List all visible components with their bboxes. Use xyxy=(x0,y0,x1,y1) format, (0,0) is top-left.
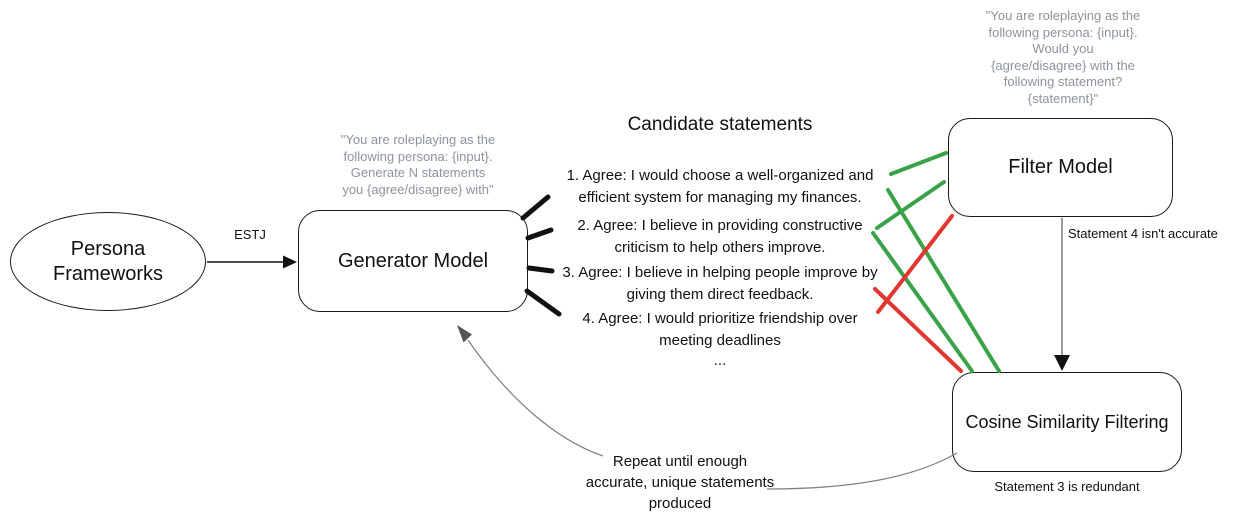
filter-prompt-text: "You are roleplaying as the following pe… xyxy=(985,8,1141,106)
filter-model-label: Filter Model xyxy=(1008,156,1113,178)
cosine-verdict-annotation: Statement 3 is redundant xyxy=(994,479,1140,494)
candidate-statement-4: 4. Agree: I would prioritize friendship … xyxy=(582,310,858,349)
generator-model-label: Generator Model xyxy=(337,249,489,272)
candidate-statement-2: 2. Agree: I believe in providing constru… xyxy=(577,217,863,256)
generator-model-node: Generator Model xyxy=(298,210,528,312)
statement1-to-cosine-line xyxy=(886,188,1001,373)
candidate-statement-3: 3. Agree: I believe in helping people im… xyxy=(562,264,878,303)
arrowhead-right-icon xyxy=(283,255,297,269)
filter-model-node: Filter Model xyxy=(948,118,1173,217)
persona-to-generator-arrow xyxy=(207,255,297,269)
candidate-statement-1: 1. Agree: I would choose a well-organize… xyxy=(566,167,874,206)
generator-prompt-text: "You are roleplaying as the following pe… xyxy=(340,132,496,197)
arrowhead-upleft-icon xyxy=(457,325,472,343)
cosine-similarity-node: Cosine Similarity Filtering xyxy=(952,372,1182,472)
estj-edge-label: ESTJ xyxy=(234,227,266,242)
candidate-statements-heading: Candidate statements xyxy=(627,114,813,135)
persona-frameworks-label: Persona Frameworks xyxy=(52,237,163,285)
repeat-loop-note: Repeat until enough accurate, unique sta… xyxy=(585,453,775,512)
filter-verdict-annotation: Statement 4 isn't accurate xyxy=(1068,226,1218,241)
repeat-loop-right-segment xyxy=(766,452,958,490)
arrowhead-down-icon xyxy=(1054,355,1070,371)
persona-frameworks-node: Persona Frameworks xyxy=(10,212,206,311)
cosine-similarity-label: Cosine Similarity Filtering xyxy=(965,411,1169,432)
statements-ellipsis: ... xyxy=(713,352,727,369)
statement1-to-filter-line xyxy=(889,151,948,176)
